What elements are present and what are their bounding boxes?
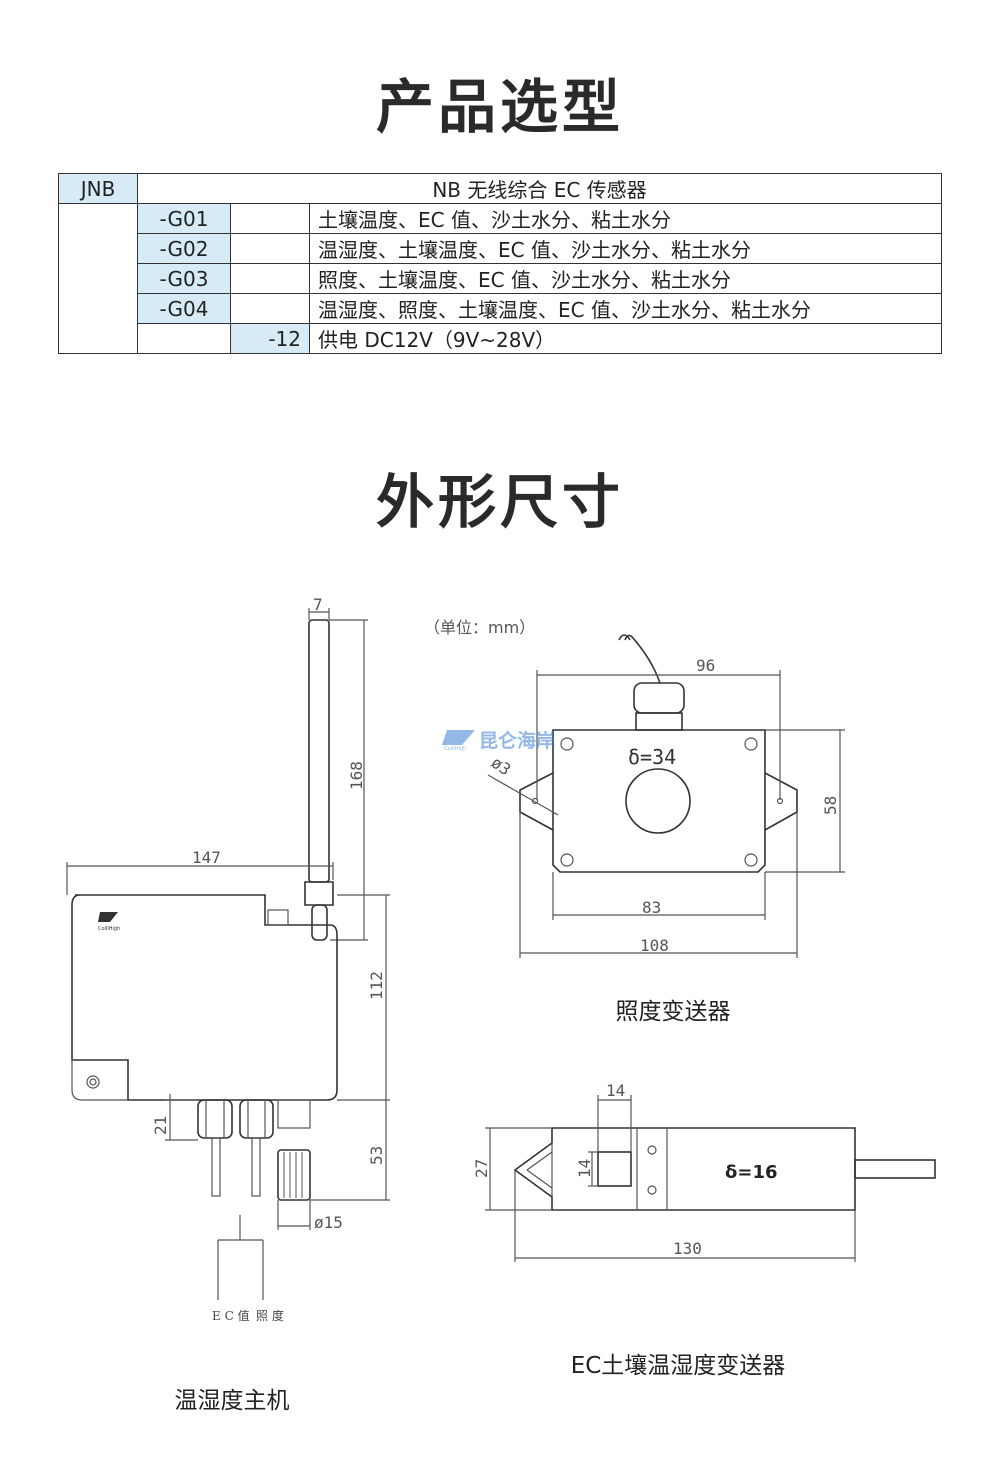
svg-text:δ=34: δ=34 [628, 745, 676, 769]
table-row: -G04 温湿度、照度、土壤温度、EC 值、沙土水分、粘土水分 [59, 293, 942, 324]
svg-text:照 度: 照 度 [256, 1308, 284, 1323]
ec-sensor-caption: EC土壤温湿度变送器 [570, 1353, 786, 1379]
svg-text:E C 值: E C 值 [212, 1308, 250, 1323]
svg-text:ø15: ø15 [314, 1213, 343, 1232]
model-code: JNB [58, 173, 138, 204]
svg-text:21: 21 [151, 1116, 170, 1135]
table-row: JNB NB 无线综合 EC 传感器 [58, 173, 942, 204]
svg-text:7: 7 [313, 595, 323, 614]
host-caption: 温湿度主机 [174, 1388, 290, 1414]
watermark-logo: 昆仑海岸 ColliHigh [442, 729, 555, 752]
power-desc: 供电 DC12V（9V~28V） [309, 323, 942, 354]
svg-text:ColliHigh: ColliHigh [444, 746, 466, 752]
svg-text:ColliHigh: ColliHigh [98, 926, 120, 932]
model-desc: NB 无线综合 EC 传感器 [137, 173, 942, 204]
svg-text:130: 130 [673, 1239, 702, 1258]
svg-text:168: 168 [347, 761, 366, 790]
svg-text:58: 58 [821, 796, 840, 815]
svg-text:14: 14 [575, 1159, 594, 1178]
option-code: -G03 [137, 263, 231, 294]
section-title-selection: 产品选型 [375, 73, 624, 141]
svg-text:147: 147 [192, 848, 221, 867]
logo-icon [98, 912, 120, 922]
svg-text:14: 14 [606, 1081, 625, 1100]
svg-text:27: 27 [472, 1159, 491, 1178]
option-desc: 温湿度、土壤温度、EC 值、沙土水分、粘土水分 [309, 233, 942, 264]
section-title-dimensions: 外形尺寸 [375, 468, 624, 536]
host-drawing: 7 168 ColliHigh 147 112 53 ø15 21 [66, 595, 390, 1323]
ec-sensor-drawing: δ=16 14 14 27 130 [472, 1081, 936, 1262]
table-row: -G03 照度、土壤温度、EC 值、沙土水分、粘土水分 [59, 263, 942, 294]
table-row: -12 供电 DC12V（9V~28V） [59, 323, 942, 354]
unit-note: （单位：mm） [424, 618, 536, 637]
svg-text:ø3: ø3 [488, 753, 515, 780]
table-row: -G02 温湿度、土壤温度、EC 值、沙土水分、粘土水分 [59, 233, 942, 264]
svg-text:昆仑海岸: 昆仑海岸 [479, 729, 555, 752]
selection-table: JNB NB 无线综合 EC 传感器 -G01 土壤温度、EC 值、沙土水分、粘… [58, 173, 942, 354]
option-desc: 土壤温度、EC 值、沙土水分、粘土水分 [309, 203, 942, 234]
empty-cell [58, 203, 138, 354]
svg-text:53: 53 [367, 1146, 386, 1165]
option-desc: 照度、土壤温度、EC 值、沙土水分、粘土水分 [309, 263, 942, 294]
screw-icon [560, 737, 758, 867]
svg-text:96: 96 [696, 656, 715, 675]
svg-text:83: 83 [642, 898, 661, 917]
svg-text:112: 112 [367, 971, 386, 1000]
light-sensor-caption: 照度变送器 [615, 999, 731, 1025]
svg-text:δ=16: δ=16 [725, 1162, 778, 1183]
power-code: -12 [230, 323, 310, 354]
option-desc: 温湿度、照度、土壤温度、EC 值、沙土水分、粘土水分 [309, 293, 942, 324]
light-sensor-drawing: δ=34 96 58 83 108 ø3 昆仑海岸 ColliHigh [442, 634, 845, 958]
svg-text:108: 108 [640, 936, 669, 955]
table-row: -G01 土壤温度、EC 值、沙土水分、粘土水分 [58, 203, 942, 354]
